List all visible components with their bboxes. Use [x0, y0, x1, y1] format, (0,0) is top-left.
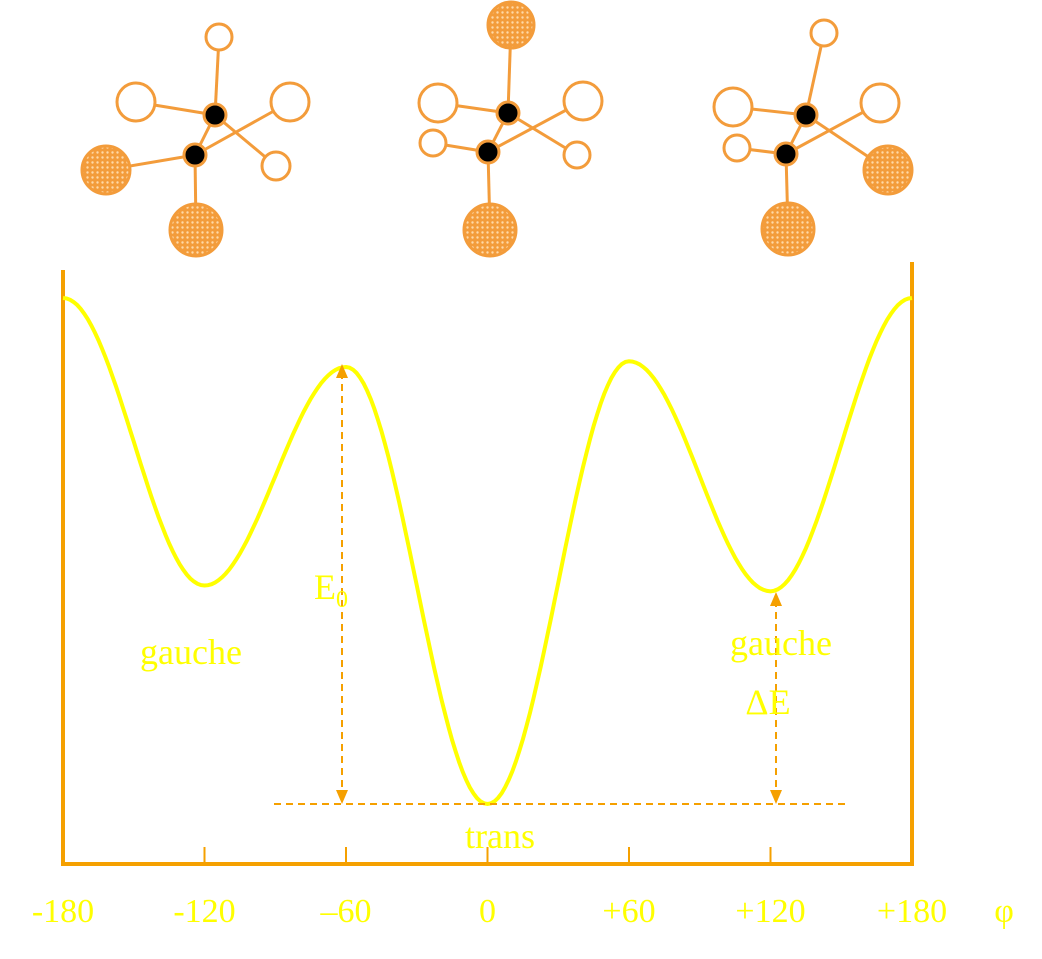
e0-label-base: E: [314, 567, 336, 607]
gauche-left-label: gauche: [140, 632, 242, 672]
gauche-right-label: gauche: [730, 623, 832, 663]
x-tick-label: +60: [602, 893, 655, 930]
molecule-gauche-right-icon: [712, 18, 914, 257]
x-tick-labels: -180 -120 –60 0 +60 +120 +180: [32, 893, 947, 930]
delta-e-arrow-head-bottom: [770, 790, 782, 804]
x-ticks: [203, 847, 772, 864]
x-tick-label: -120: [173, 893, 235, 930]
x-tick-label: –60: [320, 893, 372, 930]
delta-e-label: ΔE: [745, 682, 790, 722]
e0-arrow-head-top: [336, 364, 348, 378]
e0-label-subscript: 0: [336, 587, 348, 613]
x-tick-label: +180: [877, 893, 947, 930]
axes-frame: [61, 262, 914, 866]
energy-curve: [62, 296, 913, 807]
e0-label: E0: [314, 567, 348, 613]
x-axis-label: φ: [994, 893, 1014, 930]
delta-e-arrow-head-top: [770, 592, 782, 606]
x-tick-label: +120: [735, 893, 805, 930]
molecule-gauche-left-icon: [80, 22, 311, 258]
energy-annotations: [274, 364, 846, 805]
molecule-trans-icon: [417, 0, 604, 258]
x-tick-label: -180: [32, 893, 94, 930]
x-tick-label: 0: [479, 893, 496, 930]
trans-label: trans: [465, 816, 535, 856]
e0-arrow-head-bottom: [336, 790, 348, 804]
